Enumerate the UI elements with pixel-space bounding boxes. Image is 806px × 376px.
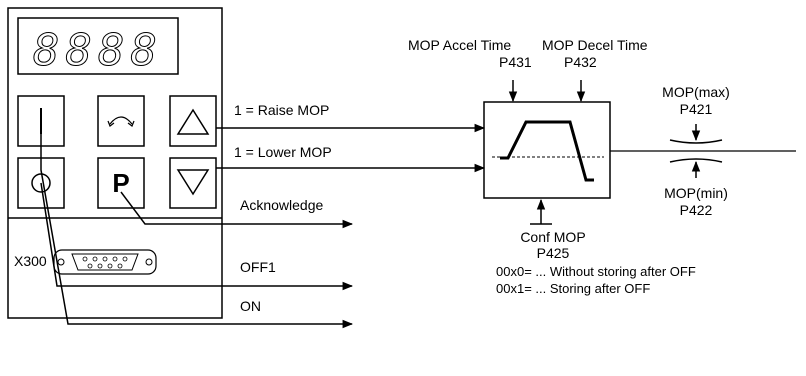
up-button[interactable] xyxy=(169,95,217,147)
mop-ramp-box xyxy=(483,101,611,199)
lower-mop-label: 1 = Lower MOP xyxy=(234,144,332,160)
decel-time-label: MOP Decel Time xyxy=(542,37,648,53)
conf-option-without-storing: 00x0= ... Without storing after OFF xyxy=(496,264,696,279)
accel-time-label: MOP Accel Time xyxy=(408,37,511,53)
acknowledge-arrow xyxy=(120,191,354,229)
mop-max-param: P421 xyxy=(680,101,713,117)
accel-time-param: P431 xyxy=(499,54,532,70)
down-button[interactable] xyxy=(169,157,217,209)
mop-min-limit-curve xyxy=(669,158,723,163)
reverse-arrow-right xyxy=(127,120,135,127)
mop-block xyxy=(483,80,796,225)
signal-lines xyxy=(40,118,486,329)
off1-label: OFF1 xyxy=(240,259,276,275)
decel-time-param: P432 xyxy=(564,54,597,70)
off1-arrow xyxy=(40,182,354,291)
on-label: ON xyxy=(240,298,261,314)
up-triangle-icon xyxy=(176,108,210,135)
reverse-button[interactable] xyxy=(97,95,145,147)
conf-option-storing: 00x1= ... Storing after OFF xyxy=(496,281,650,296)
connector-label: X300 xyxy=(14,253,47,269)
p-button-label: P xyxy=(112,168,129,198)
mop-min-label: MOP(min) xyxy=(664,185,728,201)
db9-connector-icon xyxy=(53,249,157,275)
display-digits: 8888 xyxy=(33,25,163,76)
mop-max-limit-curve xyxy=(669,139,723,144)
mop-min-param: P422 xyxy=(680,202,713,218)
raise-mop-label: 1 = Raise MOP xyxy=(234,102,329,118)
mop-ramp-curve xyxy=(500,120,594,182)
panel-frame xyxy=(7,7,223,319)
seven-segment-display xyxy=(17,17,179,75)
conf-mop-label: Conf MOP xyxy=(520,229,585,245)
down-triangle-icon xyxy=(176,169,210,196)
reverse-arc-icon xyxy=(109,116,133,125)
p-button[interactable] xyxy=(97,157,145,209)
operator-panel: 8888 P X300 xyxy=(7,7,223,319)
on-arrow xyxy=(40,118,354,329)
mop-max-label: MOP(max) xyxy=(662,84,730,100)
mop-limiter xyxy=(669,124,723,178)
conf-mop-param: P425 xyxy=(537,245,570,261)
reverse-arrow-left xyxy=(107,120,115,127)
acknowledge-label: Acknowledge xyxy=(240,197,323,213)
